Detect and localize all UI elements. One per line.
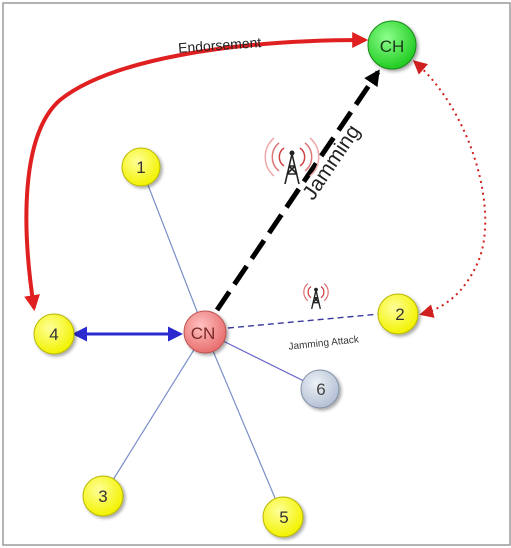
node-4: 4 xyxy=(33,313,75,355)
node-cn: CN xyxy=(183,310,227,354)
node-6: 6 xyxy=(300,369,340,409)
node-6-label: 6 xyxy=(316,380,325,399)
radio-tower-icon xyxy=(303,282,329,310)
jamming-attack-link xyxy=(227,313,381,329)
node-1-label: 1 xyxy=(136,158,145,177)
node-2-label: 2 xyxy=(395,305,404,324)
node-4-label: 4 xyxy=(49,325,58,344)
endorsement-label: Endorsement xyxy=(178,34,262,56)
ch-node2-link xyxy=(412,60,487,318)
node-ch-label: CH xyxy=(380,37,405,56)
link-cn-5 xyxy=(204,331,284,518)
node-1: 1 xyxy=(121,147,161,187)
node-3: 3 xyxy=(82,475,124,517)
node-2: 2 xyxy=(377,293,419,335)
link-cn-3 xyxy=(102,331,206,497)
node-5-label: 5 xyxy=(279,508,288,527)
node-ch: CH xyxy=(367,20,417,70)
node-cn-label: CN xyxy=(191,324,216,343)
node-5: 5 xyxy=(262,496,304,538)
endorsement-arrow xyxy=(24,32,369,312)
node-3-label: 3 xyxy=(98,487,107,506)
